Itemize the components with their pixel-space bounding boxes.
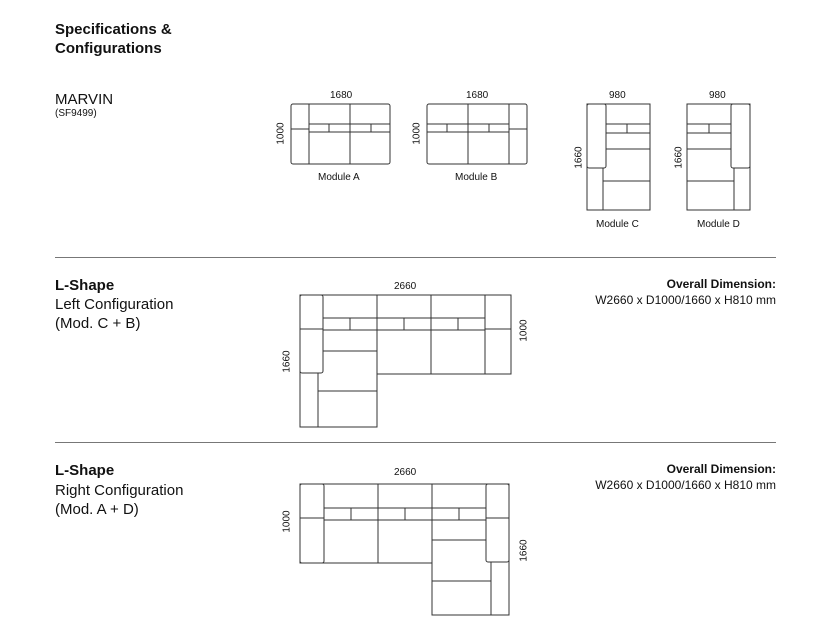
config-left-title: L-Shape — [55, 277, 115, 294]
left-configuration-drawing — [299, 294, 512, 428]
module-b-label: Module B — [455, 172, 498, 183]
divider — [55, 257, 776, 258]
module-c-width: 980 — [609, 90, 626, 101]
config-left-overall-value: W2660 x D1000/1660 x H810 mm — [595, 293, 776, 307]
module-a-drawing — [290, 103, 391, 165]
config-left-chaise: 1660 — [281, 350, 293, 373]
module-d-width: 980 — [709, 90, 726, 101]
product-code: (SF9499) — [55, 108, 97, 119]
config-right-depth: 1000 — [281, 510, 293, 533]
module-b-width: 1680 — [466, 90, 489, 101]
config-right-title: L-Shape — [55, 462, 115, 479]
module-a-width: 1680 — [330, 90, 353, 101]
right-configuration-drawing — [299, 483, 510, 616]
config-right-overall-label: Overall Dimension: — [666, 462, 776, 476]
divider — [55, 442, 776, 443]
module-c-label: Module C — [596, 219, 639, 230]
module-b-drawing — [426, 103, 528, 165]
module-d-drawing — [686, 103, 751, 211]
title-line1: Specifications & — [55, 21, 172, 38]
config-right-modules: (Mod. A + D) — [55, 501, 139, 518]
config-left-depth: 1000 — [518, 319, 530, 342]
config-left-subtitle: Left Configuration — [55, 296, 174, 313]
config-right-chaise: 1660 — [518, 539, 530, 562]
module-d-label: Module D — [697, 219, 740, 230]
module-b-depth: 1000 — [411, 122, 423, 145]
product-name: MARVIN — [55, 91, 114, 108]
title-line2: Configurations — [55, 40, 162, 57]
module-a-label: Module A — [318, 172, 360, 183]
config-left-overall-label: Overall Dimension: — [666, 277, 776, 291]
module-d-depth: 1660 — [673, 146, 685, 169]
config-left-width: 2660 — [394, 281, 417, 292]
config-left-modules: (Mod. C + B) — [55, 315, 141, 332]
module-a-depth: 1000 — [275, 122, 287, 145]
config-right-subtitle: Right Configuration — [55, 482, 184, 499]
config-right-overall-value: W2660 x D1000/1660 x H810 mm — [595, 478, 776, 492]
module-c-drawing — [586, 103, 651, 211]
module-c-depth: 1660 — [573, 146, 585, 169]
config-right-width: 2660 — [394, 467, 417, 478]
